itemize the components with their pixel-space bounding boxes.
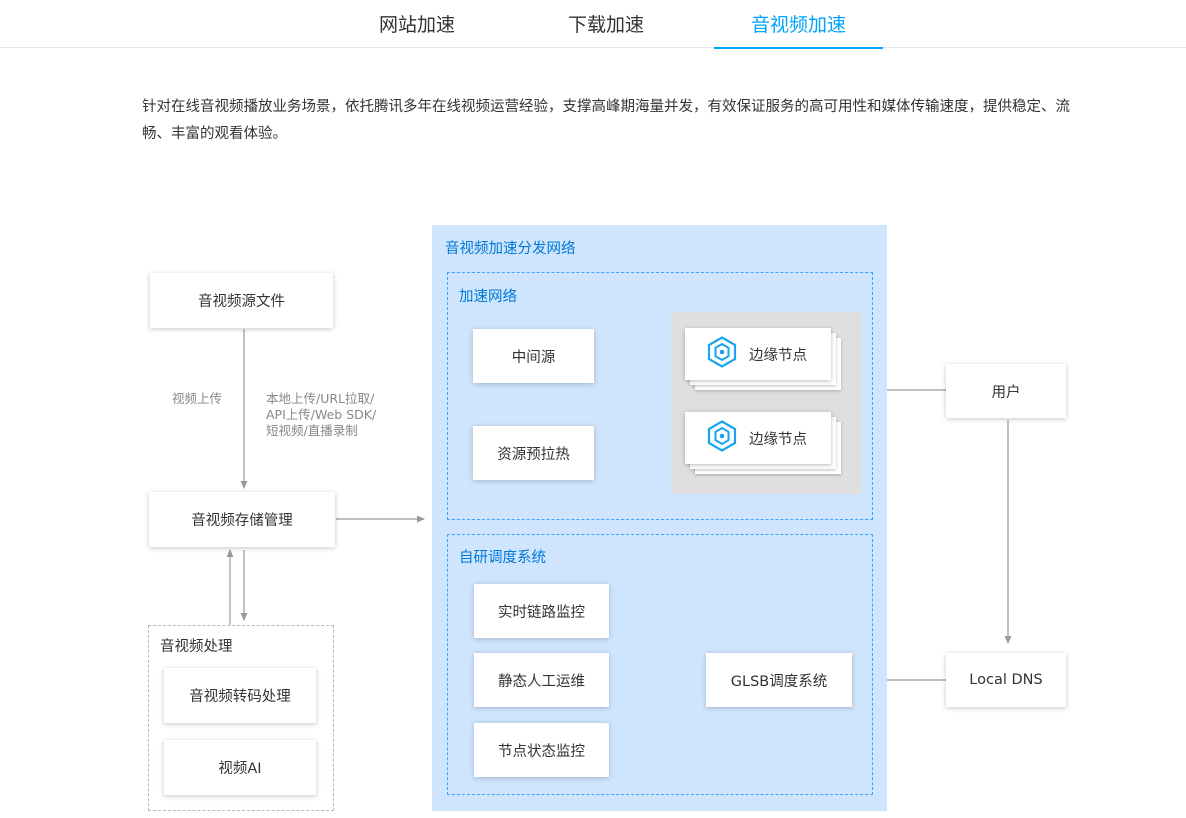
storage-management-box: 音视频存储管理 (149, 492, 335, 547)
intro-text: 针对在线音视频播放业务场景，依托腾讯多年在线视频运营经验，支撑高峰期海量并发，有… (142, 99, 1070, 142)
upload-label: 视频上传 (172, 391, 223, 406)
glsb-box: GLSB调度系统 (706, 653, 852, 707)
tab-download-acceleration[interactable]: 下载加速 (567, 14, 644, 36)
upload-method-line-1: 本地上传/URL拉取/ (266, 391, 375, 406)
accel-network-title: 加速网络 (459, 289, 517, 305)
link-monitor-box: 实时链路监控 (474, 584, 609, 638)
edge-node-label: 边缘节点 (749, 431, 807, 448)
tab-bar: 网站加速 下载加速 音视频加速 (0, 0, 1186, 49)
edge-node-2: 边缘节点 (685, 412, 831, 464)
scheduling-zone (447, 534, 873, 795)
tab-website-acceleration[interactable]: 网站加速 (378, 14, 455, 36)
upload-method-line-3: 短视频/直播录制 (266, 423, 358, 438)
node-monitor-box: 节点状态监控 (474, 723, 609, 777)
video-ai-box: 视频AI (164, 740, 316, 795)
network-title: 音视频加速分发网络 (445, 241, 576, 257)
hexagon-node-icon (707, 420, 749, 456)
accel-network-zone (447, 272, 873, 520)
mid-origin-box: 中间源 (473, 329, 594, 383)
scheduling-title: 自研调度系统 (459, 550, 546, 566)
preheat-box: 资源预拉热 (473, 426, 594, 480)
static-ops-box: 静态人工运维 (474, 653, 609, 707)
edge-node-1: 边缘节点 (685, 328, 831, 380)
hexagon-node-icon (707, 336, 749, 372)
user-box: 用户 (946, 364, 1066, 418)
upload-method-line-2: API上传/Web SDK/ (266, 407, 377, 422)
edge-node-label: 边缘节点 (749, 347, 807, 364)
tab-av-acceleration[interactable]: 音视频加速 (714, 10, 883, 49)
processing-zone (148, 625, 334, 811)
transcode-box: 音视频转码处理 (164, 668, 316, 723)
local-dns-box: Local DNS (946, 653, 1066, 707)
source-file-box: 音视频源文件 (150, 273, 333, 328)
processing-title: 音视频处理 (160, 639, 233, 655)
